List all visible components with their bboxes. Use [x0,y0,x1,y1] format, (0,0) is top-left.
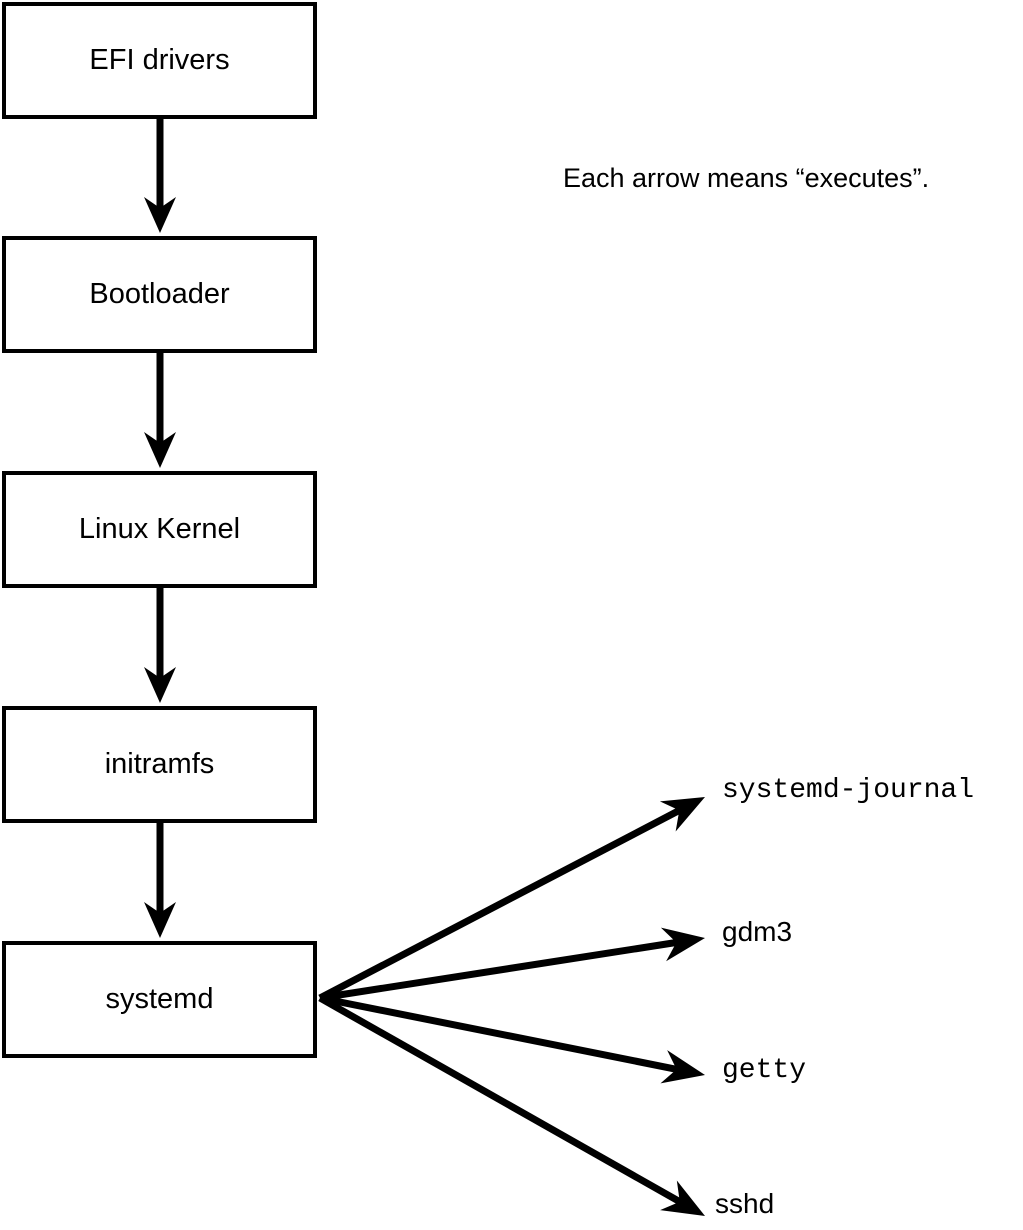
stage-label-efi-drivers: EFI drivers [89,44,230,76]
fanout-arrow-head-2 [660,1050,705,1084]
fanout-arrow-head-1 [660,927,705,962]
chain-arrow-head-1 [144,432,176,468]
fanout-arrow-line-3 [318,994,685,1207]
stage-label-bootloader: Bootloader [89,278,230,310]
fanout-arrow-line-2 [319,994,681,1074]
leaf-label-getty[interactable]: getty [722,1055,807,1086]
leaf-label-sshd[interactable]: sshd [715,1188,775,1219]
stage-box-bootloader[interactable]: Bootloader [2,236,317,353]
legend-note: Each arrow means “executes”. [563,163,930,193]
stage-label-linux-kernel: Linux Kernel [78,513,241,545]
stage-box-initramfs[interactable]: initramfs [2,706,317,823]
chain-arrow-head-3 [144,902,176,938]
fanout-arrow-line-0 [318,805,684,1002]
stage-label-initramfs: initramfs [104,748,215,780]
fanout-arrow-head-0 [659,797,705,832]
leaf-label-gdm3[interactable]: gdm3 [722,916,793,947]
fanout-arrow-head-3 [660,1180,705,1216]
fanout-arrow-group [318,797,705,1216]
stage-box-linux-kernel[interactable]: Linux Kernel [2,471,317,588]
stage-box-systemd[interactable]: systemd [2,941,317,1058]
chain-arrow-head-2 [144,667,176,703]
leaf-label-systemd-journal[interactable]: systemd-journal [722,775,975,806]
fanout-arrow-line-1 [319,938,680,1002]
chain-arrow-group [144,119,176,938]
stage-box-efi-drivers[interactable]: EFI drivers [2,2,317,119]
stage-label-systemd: systemd [105,983,214,1015]
chain-arrow-head-0 [144,197,176,233]
